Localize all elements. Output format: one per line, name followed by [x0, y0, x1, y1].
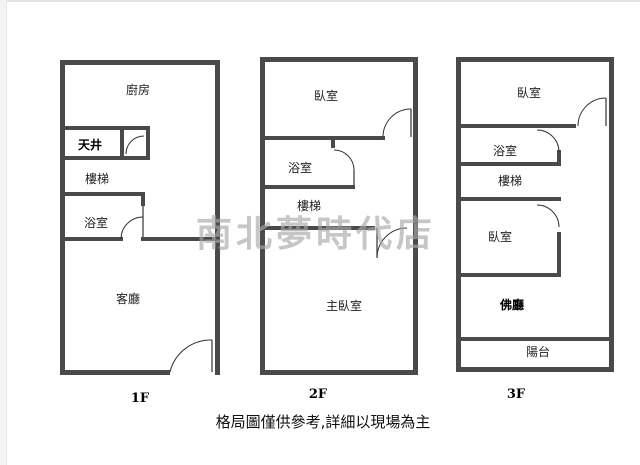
wall — [215, 60, 220, 375]
door-arc — [169, 339, 213, 373]
wall — [557, 232, 561, 277]
wall — [141, 237, 215, 241]
floor-label-3f: 3F — [507, 387, 526, 402]
wall — [456, 367, 614, 372]
wall — [557, 150, 561, 166]
room-label-stairs: 樓梯 — [498, 173, 522, 188]
wall — [461, 273, 561, 277]
room-label-bathroom: 浴室 — [493, 143, 517, 158]
wall — [461, 337, 609, 341]
door-arc — [120, 216, 144, 240]
door-arc — [333, 149, 355, 171]
room-label-kitchen: 廚房 — [126, 82, 150, 97]
wall — [260, 370, 418, 375]
disclaimer-caption: 格局圖僅供參考,詳細以現場為主 — [216, 413, 431, 431]
room-label-shrine: 佛廳 — [499, 297, 524, 312]
room-label-living: 客廳 — [116, 291, 140, 306]
wall — [65, 237, 123, 241]
wall — [461, 197, 561, 201]
left-scrollbar-strip — [0, 0, 7, 465]
room-label-bathroom: 浴室 — [288, 160, 312, 175]
wall — [265, 136, 385, 140]
wall — [65, 192, 145, 196]
door-arc — [382, 108, 412, 138]
wall — [146, 126, 150, 160]
wall — [413, 57, 418, 375]
room-label-master-bedroom: 主臥室 — [326, 298, 362, 313]
wall — [65, 126, 150, 130]
wall — [260, 57, 418, 62]
wall — [461, 124, 576, 128]
wall — [265, 226, 375, 230]
door-arc — [125, 135, 145, 155]
wall — [456, 57, 614, 62]
top-border — [0, 0, 640, 2]
wall — [265, 185, 355, 189]
door-arc — [536, 204, 560, 228]
wall — [331, 140, 335, 148]
room-label-bathroom: 浴室 — [84, 215, 108, 230]
floor-label-1f: 1F — [131, 391, 150, 406]
wall — [60, 60, 220, 65]
floor-plan-3f: 臥室 浴室 樓梯 臥室 佛廳 陽台 3F — [456, 57, 614, 402]
wall — [609, 57, 614, 372]
room-label-stairs: 樓梯 — [85, 171, 109, 186]
door-arc — [536, 129, 560, 153]
room-label-bedroom-top: 臥室 — [517, 85, 541, 100]
room-label-stairs: 樓梯 — [297, 198, 321, 213]
wall — [120, 130, 124, 160]
wall — [60, 370, 170, 375]
door-arc — [577, 97, 607, 127]
room-label-balcony: 陽台 — [526, 344, 550, 359]
watermark-text: 南北夢時代店 — [196, 213, 436, 255]
wall — [65, 156, 150, 160]
room-label-bedroom: 臥室 — [314, 88, 338, 103]
room-label-courtyard: 天井 — [78, 137, 102, 152]
floor-plan-2f: 臥室 浴室 樓梯 主臥室 2F — [260, 57, 418, 402]
wall — [141, 192, 145, 206]
room-label-bedroom-mid: 臥室 — [488, 229, 512, 244]
floor-label-2f: 2F — [309, 387, 328, 402]
wall — [260, 57, 265, 375]
floor-plan-1f: 廚房 天井 樓梯 浴室 客廳 1F — [60, 60, 220, 406]
wall — [456, 57, 461, 372]
wall — [461, 162, 561, 166]
wall — [60, 60, 65, 375]
